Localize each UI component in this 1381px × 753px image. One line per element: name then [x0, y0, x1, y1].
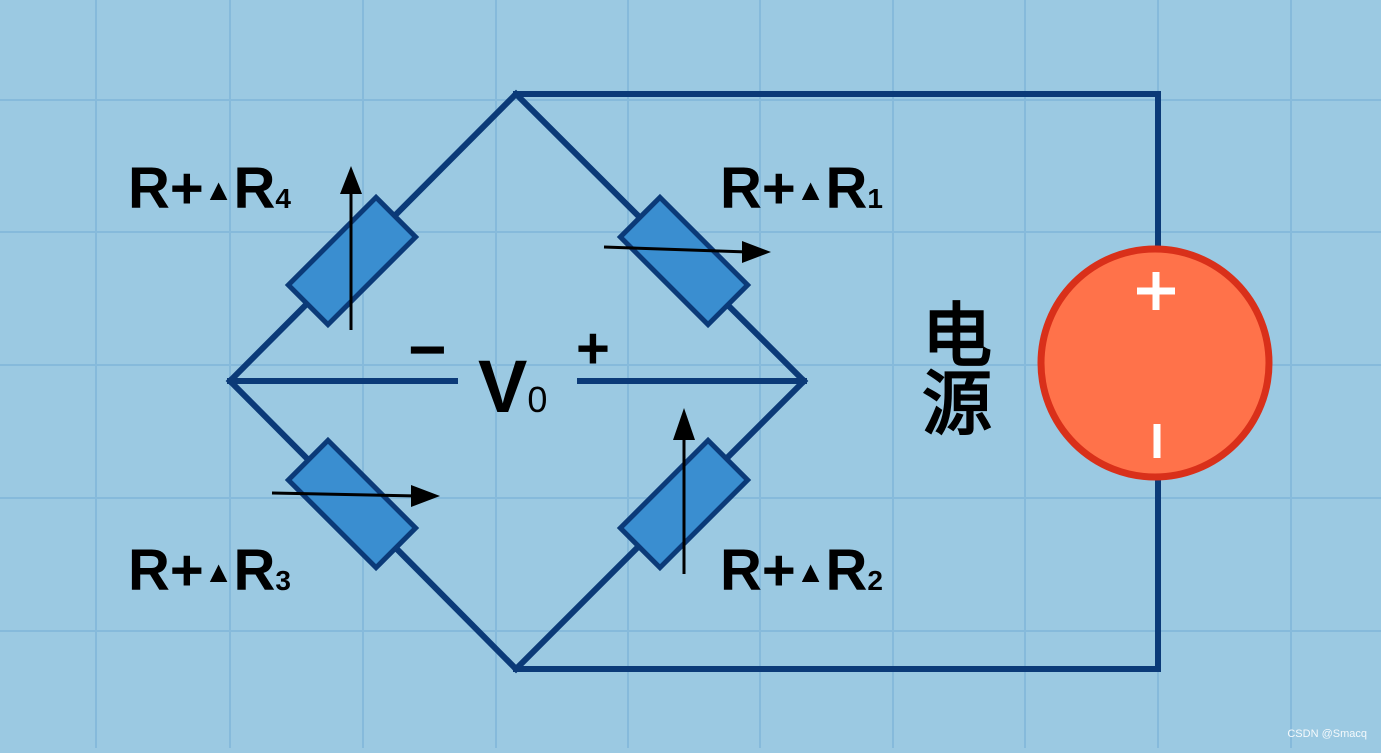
- label-r4: R+▲R4: [128, 156, 291, 221]
- arrow-r3-icon: [271, 491, 419, 498]
- arrowhead-r1-icon: [742, 241, 771, 263]
- resistor-r3: [284, 436, 420, 572]
- label-r1: R+▲R1: [720, 156, 883, 221]
- output-minus-sign: −: [408, 312, 447, 386]
- arrowhead-r3-icon: [411, 485, 440, 507]
- source-plus-icon: [1137, 272, 1175, 310]
- source-label-char-1: 电: [922, 297, 992, 375]
- label-r2: R+▲R2: [720, 538, 883, 603]
- source-label-char-2: 源: [922, 365, 992, 443]
- power-source-circle: [1037, 245, 1273, 481]
- wire-supply-top: [513, 91, 1161, 251]
- label-r3: R+▲R3: [128, 538, 291, 603]
- output-voltage-label: V0: [478, 345, 547, 428]
- arrowhead-r4-icon: [340, 166, 362, 194]
- wires: [225, 89, 1161, 674]
- output-plus-sign: +: [576, 316, 610, 381]
- arrowhead-r2-icon: [673, 408, 695, 440]
- resistor-r1: [616, 193, 752, 329]
- wire-supply-bottom: [513, 475, 1161, 672]
- variable-arrows: [271, 166, 771, 574]
- arrow-r1-icon: [603, 245, 749, 254]
- power-source: [1037, 245, 1273, 481]
- watermark: CSDN @Smacq: [1287, 728, 1367, 740]
